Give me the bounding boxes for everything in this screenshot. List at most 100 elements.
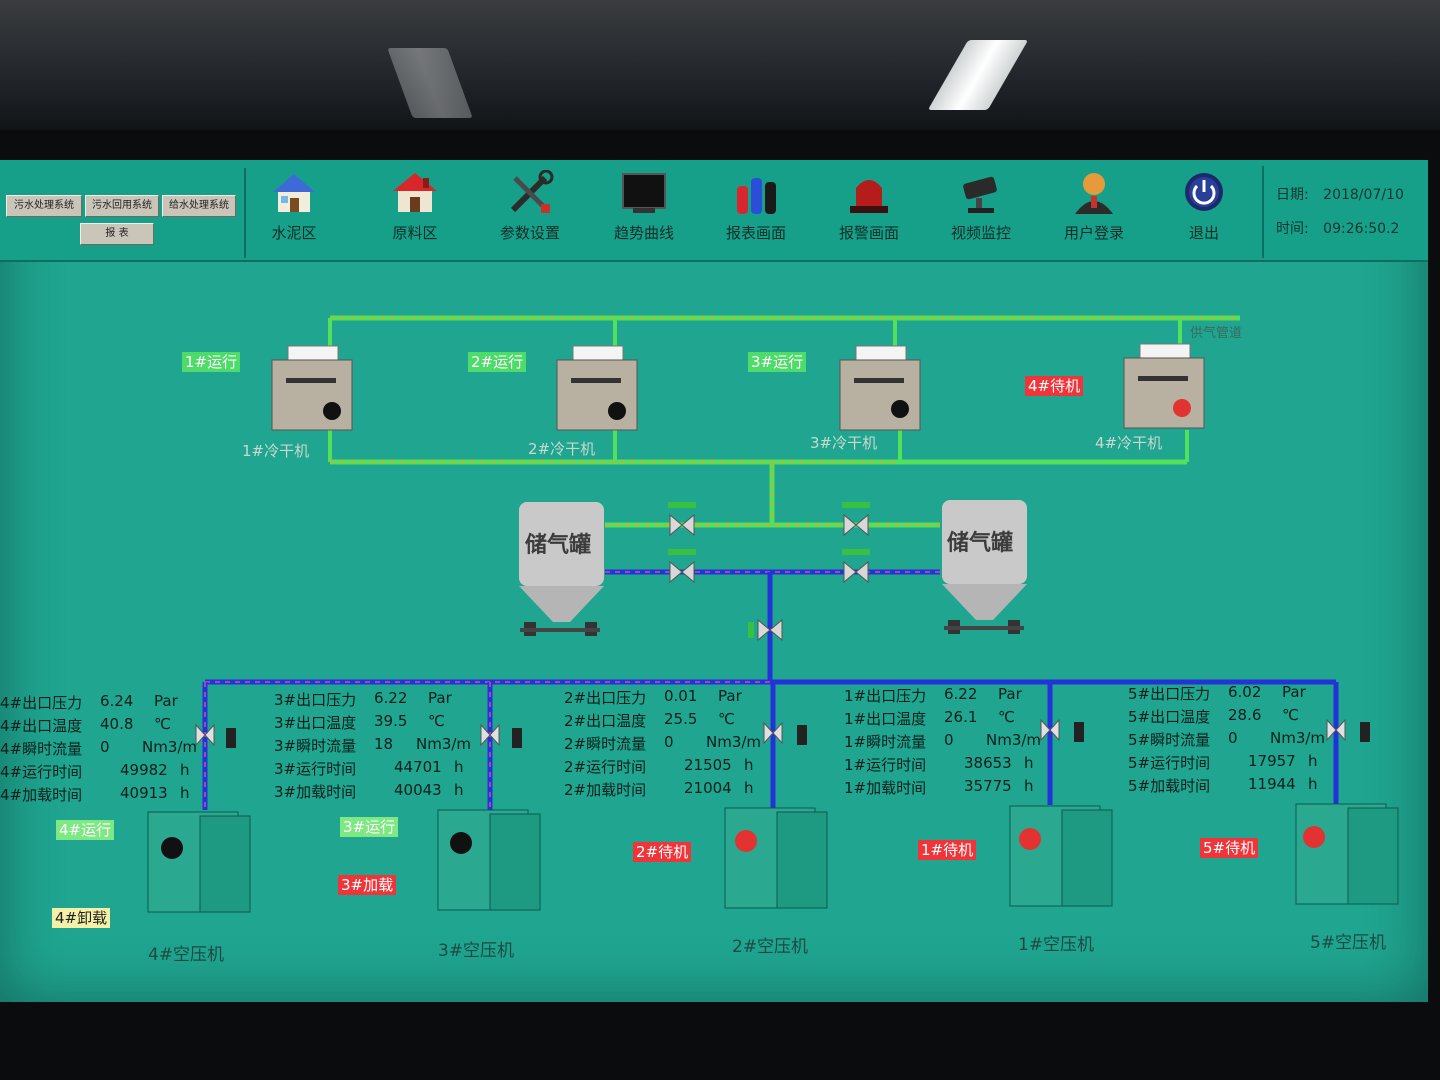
dryer-4-status: 4#待机 — [1025, 376, 1084, 396]
compressor-3-name: 3#空压机 — [438, 941, 515, 961]
param-value: 6.22 — [944, 685, 978, 703]
valve — [195, 723, 236, 748]
param-label: 3#加载时间 — [274, 783, 357, 801]
compressor-unit-1 — [1009, 805, 1113, 907]
param-label: 1#运行时间 — [844, 756, 927, 774]
wrench-tools-icon — [510, 169, 554, 213]
power-icon — [1185, 173, 1223, 211]
nav-report-screen[interactable]: 报表画面 — [706, 170, 806, 250]
nav-user-login[interactable]: 用户登录 — [1044, 170, 1144, 250]
param-value: 6.22 — [374, 689, 408, 707]
compressed-air-pipe — [202, 569, 1339, 810]
top-navigation-bar: 污水处理系统 污水回用系统 给水处理系统 报 表 水泥区 — [0, 160, 1428, 262]
param-unit: Par — [998, 685, 1022, 703]
time-value: 09:26:50.2 — [1323, 221, 1400, 237]
param-value: 18 — [374, 735, 394, 753]
param-label: 2#出口压力 — [564, 689, 647, 707]
compressor-unit-4 — [147, 811, 251, 913]
compressor-unit-2 — [724, 807, 828, 909]
compressor-2-status: 2#待机 — [633, 842, 692, 862]
param-label: 2#瞬时流量 — [564, 735, 647, 753]
param-unit: h — [454, 781, 464, 799]
param-value: 26.1 — [944, 708, 978, 726]
param-label: 3#出口压力 — [274, 691, 357, 709]
valve — [748, 618, 783, 642]
param-label: 5#出口压力 — [1128, 685, 1211, 703]
dryer-3-name: 3#冷干机 — [810, 434, 878, 452]
param-row-flow: 2#瞬时流量 0 Nm3/m — [564, 733, 794, 756]
param-value: 21505 — [684, 756, 732, 774]
param-label: 4#出口压力 — [0, 694, 83, 712]
storage-tank-left — [519, 502, 604, 636]
room-ceiling — [0, 0, 1440, 130]
nav-separator — [244, 168, 246, 258]
param-value: 17957 — [1248, 752, 1296, 770]
supply-pipe-label: 供气管道 — [1190, 326, 1243, 341]
camera-icon — [963, 176, 997, 213]
nav-trend-curve[interactable]: 趋势曲线 — [594, 170, 694, 250]
param-label: 4#运行时间 — [0, 763, 83, 781]
valve — [480, 723, 522, 748]
water-supply-system-button[interactable]: 给水处理系统 — [162, 195, 236, 217]
nav-label: 视频监控 — [950, 224, 1011, 242]
dryer-3-status: 3#运行 — [748, 352, 807, 372]
param-label: 5#运行时间 — [1128, 754, 1211, 772]
valve — [842, 549, 870, 584]
nav-cement-area[interactable]: 水泥区 — [244, 170, 344, 250]
nav-video-monitoring[interactable]: 视频监控 — [931, 170, 1031, 250]
param-label: 5#加载时间 — [1128, 777, 1211, 795]
nav-exit[interactable]: 退出 — [1154, 170, 1254, 250]
water-reuse-system-button[interactable]: 污水回用系统 — [85, 195, 159, 217]
compressor-4-unload-status: 4#卸载 — [52, 908, 111, 928]
valve — [1040, 718, 1084, 742]
param-unit: h — [1024, 777, 1034, 795]
compressor-unit-3 — [437, 809, 541, 911]
dryer-unit-1 — [271, 345, 353, 431]
dryer-2-status: 2#运行 — [468, 352, 527, 372]
valve — [668, 502, 696, 537]
param-value: 21004 — [684, 779, 732, 797]
param-value: 0 — [664, 733, 674, 751]
nav-label: 退出 — [1188, 224, 1219, 242]
red-house-icon — [393, 173, 437, 212]
param-unit: Nm3/m — [142, 738, 198, 756]
param-unit: ℃ — [428, 712, 445, 730]
param-unit: h — [180, 761, 190, 779]
param-label: 4#出口温度 — [0, 717, 83, 735]
compressor-3-load-status: 3#加载 — [338, 875, 397, 895]
dryer-4-name: 4#冷干机 — [1095, 434, 1163, 452]
valve — [668, 549, 696, 584]
param-unit: ℃ — [1282, 706, 1299, 724]
ceiling-light — [927, 40, 1029, 110]
param-value: 49982 — [120, 761, 168, 779]
param-label: 2#出口温度 — [564, 712, 647, 730]
sewage-system-button[interactable]: 污水处理系统 — [6, 195, 82, 217]
nav-raw-material-area[interactable]: 原料区 — [365, 170, 465, 250]
nav-parameter-settings[interactable]: 参数设置 — [480, 169, 580, 250]
param-label: 3#出口温度 — [274, 714, 357, 732]
compressor-5-name: 5#空压机 — [1310, 933, 1387, 953]
param-value: 6.02 — [1228, 683, 1262, 701]
date-row: 日期: 2018/07/10 — [1276, 184, 1404, 204]
nav-alarm-screen[interactable]: 报警画面 — [819, 170, 919, 250]
param-label: 2#运行时间 — [564, 758, 647, 776]
report-button[interactable]: 报 表 — [80, 223, 154, 245]
param-unit: Nm3/m — [416, 735, 472, 753]
param-label: 5#出口温度 — [1128, 708, 1211, 726]
valve — [842, 502, 870, 537]
param-unit: Nm3/m — [706, 733, 762, 751]
param-label: 1#出口温度 — [844, 710, 927, 728]
